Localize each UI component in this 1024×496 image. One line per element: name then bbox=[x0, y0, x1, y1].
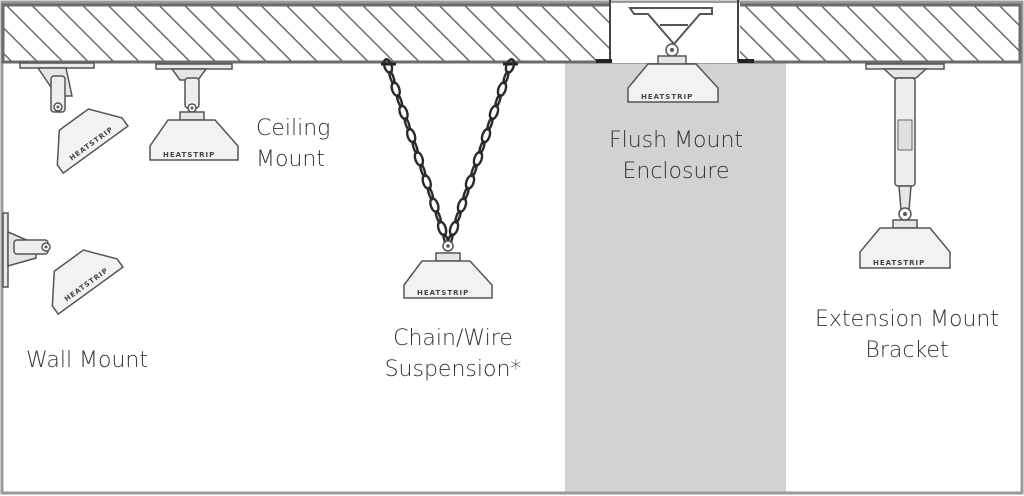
wall-mount-label: Wall Mount bbox=[26, 348, 148, 373]
recess-area bbox=[565, 63, 786, 493]
wall-mount-heater: HEATSTRIP bbox=[2, 212, 124, 316]
extension-mount-heater: HEATSTRIP bbox=[859, 63, 951, 269]
flush-mount-enclosure-label: Flush Mount Enclosure bbox=[608, 128, 744, 184]
chain-link bbox=[436, 220, 448, 237]
ceiling-slab bbox=[1, 3, 1022, 64]
chain-link bbox=[488, 104, 500, 121]
chain-link bbox=[421, 174, 432, 190]
chain-links bbox=[382, 58, 516, 247]
heater-brand-text: HEATSTRIP bbox=[641, 93, 693, 101]
chain-link bbox=[464, 174, 476, 190]
chain-link bbox=[496, 81, 508, 98]
chain-link bbox=[472, 150, 484, 167]
chain-link bbox=[429, 197, 440, 214]
heater-brand-text: HEATSTRIP bbox=[417, 289, 469, 297]
extension-mount-bracket-label: Extension Mount Bracket bbox=[815, 307, 999, 363]
chain-link bbox=[405, 127, 417, 144]
ceiling-mount-label: Ceiling Mount bbox=[256, 116, 331, 172]
heater-brand-text: HEATSTRIP bbox=[873, 259, 925, 267]
chain-link bbox=[456, 197, 468, 214]
chain-wire-suspension-label: Chain/Wire Suspension* bbox=[384, 326, 522, 382]
chain-link bbox=[448, 220, 460, 237]
chain-suspension-heater: HEATSTRIP bbox=[381, 58, 518, 299]
heater-brand-text: HEATSTRIP bbox=[163, 151, 215, 159]
flush-mount-heater: HEATSTRIP bbox=[627, 43, 719, 103]
chain-link bbox=[390, 81, 401, 98]
chain-link bbox=[413, 150, 425, 167]
chain-link bbox=[480, 127, 492, 144]
ceiling-mount-heater: HEATSTRIP bbox=[149, 63, 239, 161]
chain-link bbox=[398, 104, 409, 121]
ceiling-mount-angled-heater: HEATSTRIP bbox=[19, 62, 129, 175]
